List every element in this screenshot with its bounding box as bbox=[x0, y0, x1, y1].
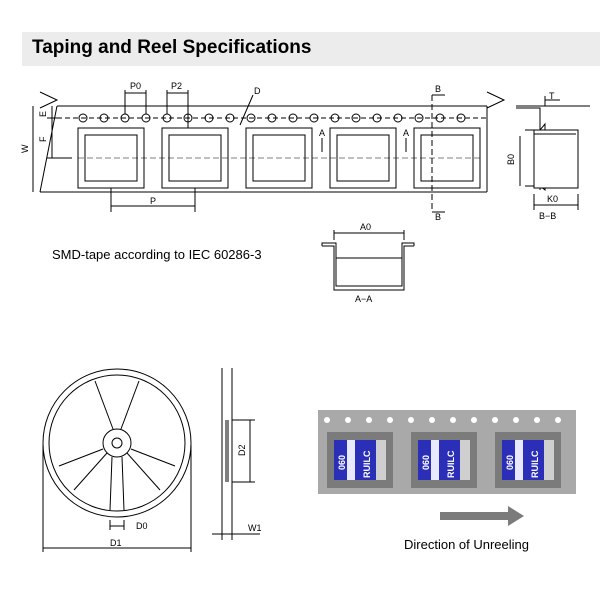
reel-drawing bbox=[42, 368, 260, 552]
label-d0: D0 bbox=[136, 521, 148, 531]
section-header: Taping and Reel Specifications bbox=[22, 32, 600, 66]
direction-label: Direction of Unreeling bbox=[404, 537, 530, 552]
tape-top-view bbox=[32, 90, 506, 213]
label-a-left: A bbox=[319, 128, 325, 138]
label-a-right: A bbox=[403, 128, 409, 138]
tape-photo bbox=[318, 410, 576, 494]
component-text-1: RUILC bbox=[362, 450, 372, 478]
label-b-top: B bbox=[435, 84, 441, 94]
section-aa-view bbox=[321, 230, 415, 291]
label-section-aa: A−A bbox=[355, 294, 372, 304]
component-code-1: 060 bbox=[337, 455, 347, 470]
label-d: D bbox=[254, 86, 261, 96]
label-e: E bbox=[38, 111, 48, 117]
component-text-2: RUILC bbox=[446, 450, 456, 478]
section-title: Taping and Reel Specifications bbox=[32, 37, 312, 58]
component-code-3: 060 bbox=[505, 455, 515, 470]
label-b-bottom: B bbox=[435, 212, 441, 222]
label-w1: W1 bbox=[248, 523, 262, 533]
label-p: P bbox=[150, 196, 156, 206]
label-p2: P2 bbox=[171, 81, 182, 91]
label-t: T bbox=[549, 91, 555, 101]
label-d1: D1 bbox=[110, 538, 122, 548]
direction-arrow-icon bbox=[440, 506, 524, 526]
label-section-bb: B−B bbox=[539, 211, 556, 221]
component-code-2: 060 bbox=[421, 455, 431, 470]
label-k0: K0 bbox=[547, 194, 558, 204]
label-f: F bbox=[38, 136, 48, 142]
label-b0: B0 bbox=[506, 154, 516, 165]
iec-note: SMD-tape according to IEC 60286-3 bbox=[52, 247, 262, 262]
component-text-3: RUILC bbox=[530, 450, 540, 478]
section-bb-view bbox=[516, 96, 590, 210]
label-a0: A0 bbox=[360, 222, 371, 232]
label-w: W bbox=[20, 144, 30, 153]
label-p0: P0 bbox=[130, 81, 141, 91]
label-d2: D2 bbox=[237, 444, 247, 456]
